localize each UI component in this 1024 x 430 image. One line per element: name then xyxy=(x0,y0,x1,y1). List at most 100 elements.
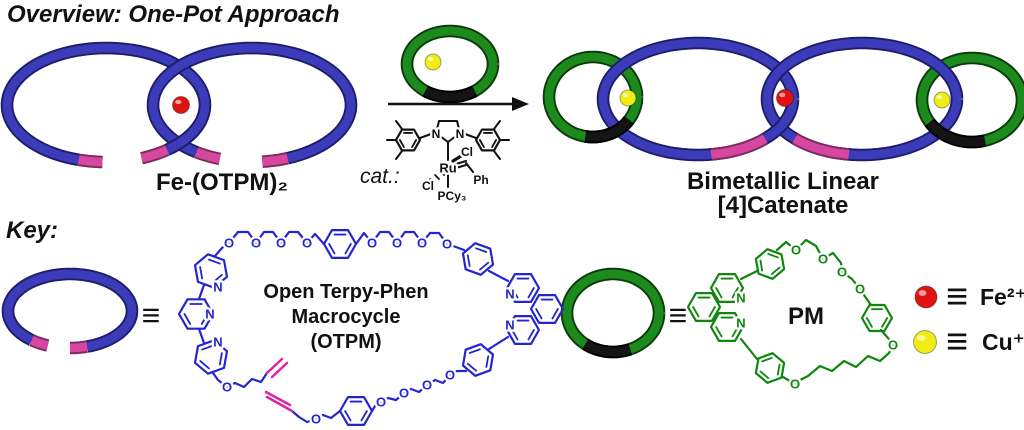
wedge-bond xyxy=(451,154,463,163)
phenyl-ring xyxy=(461,343,495,377)
key-pm-ring-black-segment xyxy=(582,340,632,357)
key-otpm-ring-end xyxy=(70,342,88,353)
pm-ring-black-segment xyxy=(423,87,477,102)
double-bond xyxy=(466,254,471,267)
cat-cl-atom: Cl xyxy=(422,179,434,193)
phenanthroline-ring xyxy=(709,312,745,342)
methyl xyxy=(395,120,403,130)
bond xyxy=(197,283,206,301)
arrow-head xyxy=(512,97,529,111)
cat-ru-atom: Ru xyxy=(439,161,456,176)
hash-bond xyxy=(439,170,445,176)
cu-ion-label: Cu⁺ xyxy=(982,329,1024,355)
otpm-n-atom: N xyxy=(505,318,514,333)
otpm-o-atom: O xyxy=(442,237,452,252)
pm-o-atom: O xyxy=(790,377,800,392)
legend-cu-sphere xyxy=(913,330,937,354)
legend-fe-sphere xyxy=(914,285,938,309)
otpm-name-line1: Open Terpy-Phen xyxy=(263,281,428,303)
double-bond xyxy=(759,259,764,272)
cu-sphere xyxy=(424,53,442,71)
otpm-atom-labels: O O O O O O O O O O O O O O N N N N N xyxy=(203,233,517,429)
glycol-chain xyxy=(775,238,873,307)
fe-ion-label: Fe²⁺ xyxy=(980,284,1024,310)
figure-title: Overview: One-Pot Approach xyxy=(7,1,340,28)
otpm-ring-end xyxy=(261,153,289,167)
cat-ph-group: Ph xyxy=(473,173,488,187)
phenanthroline-ring xyxy=(686,292,722,322)
cat-cl-atom: Cl xyxy=(461,145,473,159)
fe-sphere xyxy=(172,96,190,114)
cat-n-atom: N xyxy=(456,127,465,141)
otpm-n-atom: N xyxy=(505,287,514,302)
double-bond xyxy=(218,352,223,366)
otpm-o-atom: O xyxy=(251,236,261,251)
double-bond xyxy=(527,287,535,299)
double-bond xyxy=(201,344,214,351)
otpm-ring-weave xyxy=(167,122,203,153)
legend-fe-sphere-highlight xyxy=(918,290,927,296)
double-bond xyxy=(761,357,773,363)
otpm-o-atom: O xyxy=(224,236,234,251)
double-bond xyxy=(183,313,192,325)
double-bond xyxy=(360,410,368,422)
double-bond xyxy=(478,139,485,148)
double-bond xyxy=(411,139,418,148)
pm-n-atom: N xyxy=(736,291,745,306)
double-bond xyxy=(759,370,770,379)
otpm-o-atom: O xyxy=(445,368,455,383)
double-bond xyxy=(199,360,210,370)
double-bond xyxy=(466,362,478,372)
otpm-o-atom: O xyxy=(392,236,402,251)
otpm-o-atom: O xyxy=(311,412,321,427)
cu-sphere xyxy=(933,91,951,109)
alkyl-chain xyxy=(290,409,342,424)
double-bond xyxy=(491,139,498,148)
double-bond xyxy=(865,317,873,328)
hash-bond xyxy=(434,174,440,180)
double-bond xyxy=(551,308,559,320)
phenanthroline-ring xyxy=(709,273,745,303)
cu-sphere-highlight xyxy=(427,57,434,62)
pm-atom-labels: O O O O O O N N xyxy=(734,240,900,394)
phenyl-ring xyxy=(754,352,786,384)
equivalence-symbol-otpm: ≡ xyxy=(142,297,161,333)
double-bond xyxy=(511,329,519,341)
catalyst-atom-labels: N N Ru Cl Cl Ph PCy₃ xyxy=(420,125,491,206)
alkene-terminus xyxy=(270,361,289,379)
pm-o-atom: O xyxy=(837,265,847,280)
bond xyxy=(739,269,759,281)
otpm-o-atom: O xyxy=(399,386,409,401)
double-bond xyxy=(881,317,889,328)
bond xyxy=(464,133,477,139)
alkene-terminus xyxy=(265,357,284,375)
double-bond xyxy=(199,266,204,280)
bond xyxy=(781,375,797,386)
product-label-line1: Bimetallic Linear xyxy=(687,168,879,195)
alkene-terminus xyxy=(265,395,294,413)
reaction-arrow-icon xyxy=(388,97,529,111)
pm-o-atom: O xyxy=(855,282,865,297)
phenanthroline-ring xyxy=(505,273,541,303)
otpm-ring xyxy=(148,43,356,163)
ru-double-bond xyxy=(455,160,467,165)
pm-o-atom: O xyxy=(791,243,801,258)
otpm-ring xyxy=(2,43,210,165)
bond xyxy=(419,133,432,139)
product-label-line2: [4]Catenate xyxy=(718,192,849,219)
double-bond xyxy=(715,287,723,299)
rings-layer xyxy=(0,24,1024,359)
key-otpm-ring-end xyxy=(30,336,49,350)
otpm-o-atom: O xyxy=(367,236,377,251)
double-bond xyxy=(328,243,336,255)
otpm-o-atom: O xyxy=(302,236,312,251)
pyridine-ring xyxy=(177,298,215,330)
glycol-chain xyxy=(213,230,326,258)
double-bond xyxy=(708,306,716,318)
otpm-ring-weave xyxy=(914,49,957,85)
otpm-ring-end xyxy=(140,145,169,163)
pm-o-atom: O xyxy=(888,338,898,353)
methyl xyxy=(493,120,501,130)
otpm-o-atom: O xyxy=(222,380,232,395)
